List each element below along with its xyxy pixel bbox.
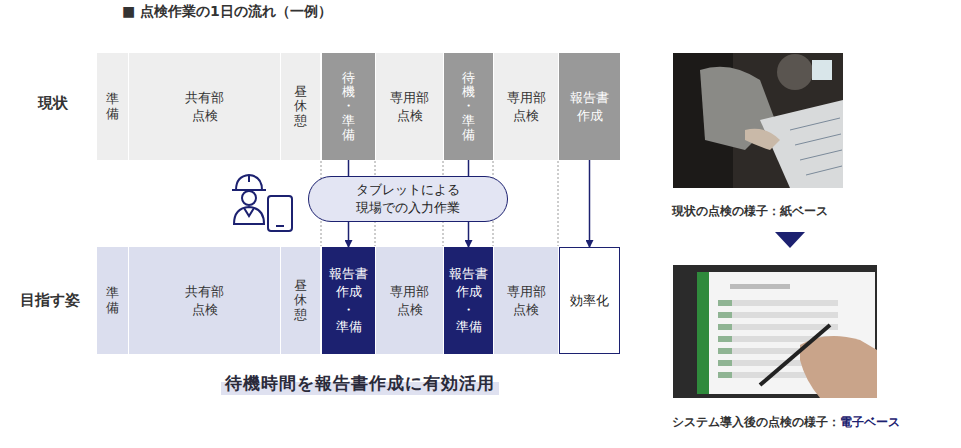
- cell-text: 共有部 点検: [184, 283, 226, 318]
- down-triangle: [775, 232, 805, 248]
- timeline-cell: 効率化: [559, 247, 620, 354]
- cell-text: 昼休憩: [294, 85, 307, 128]
- timeline-cell: 専用部 点検: [494, 247, 558, 354]
- input-pill: タブレットによる 現場での入力作業: [308, 176, 508, 222]
- timeline-cell: 昼休憩: [281, 53, 320, 160]
- column-guide: [321, 161, 558, 246]
- timeline-cell: 報告書 作成 ・ 準備: [444, 247, 493, 354]
- timeline-cell: 報告書 作成: [559, 53, 620, 160]
- cell-text: 準備: [106, 92, 119, 121]
- timeline-cell: 共有部 点検: [129, 53, 280, 160]
- worker-icon: [232, 175, 292, 231]
- photo-caption: 現状の点検の様子：紙ベース: [672, 203, 828, 220]
- cell-text: 準備: [106, 286, 119, 315]
- cell-text: 報告書 作成 ・ 準備: [448, 265, 490, 335]
- cell-text: 効率化: [569, 292, 611, 310]
- flow-arrow: [468, 222, 470, 247]
- timeline-cell: 専用部 点検: [376, 247, 443, 354]
- diagram-title: ■ 点検作業の1日の流れ（一例）: [122, 3, 332, 21]
- cell-text: 専用部 点検: [389, 89, 431, 124]
- cell-text: 専用部 点検: [505, 89, 547, 124]
- photo-caption-emphasis: 電子ベース: [840, 414, 900, 431]
- timeline-cell: 報告書 作成 ・ 準備: [322, 247, 375, 354]
- timeline-cell: 専用部 点検: [376, 53, 443, 160]
- timeline-cell: 待機・準備: [322, 53, 375, 160]
- cell-text: 待機・準備: [462, 71, 475, 142]
- cell-text: 昼休憩: [294, 279, 307, 322]
- timeline-cell: 待機・準備: [444, 53, 493, 160]
- cell-text: 報告書 作成 ・ 準備: [328, 265, 370, 335]
- timeline-cell: 共有部 点検: [129, 247, 280, 354]
- row-label: 現状: [38, 94, 68, 113]
- timeline-cell: 準備: [97, 247, 128, 354]
- cell-text: 共有部 点検: [184, 89, 226, 124]
- flow-arrow: [589, 160, 591, 247]
- photo-caption: システム導入後の点検の様子：: [672, 414, 840, 431]
- row-label: 目指す姿: [20, 291, 80, 310]
- photo-tablet: [673, 265, 877, 398]
- flow-arrow: [348, 222, 350, 247]
- photo-paper: [673, 53, 843, 188]
- flow-arrow: [348, 160, 350, 176]
- timeline-cell: 準備: [97, 53, 128, 160]
- cell-text: 報告書 作成: [569, 89, 611, 124]
- cell-text: タブレットによる 現場での入力作業: [352, 181, 464, 216]
- timeline-cell: 昼休憩: [281, 247, 320, 354]
- flow-arrow: [468, 160, 470, 176]
- cell-text: 専用部 点検: [505, 283, 547, 318]
- cell-text: 専用部 点検: [389, 283, 431, 318]
- timeline-cell: 専用部 点検: [494, 53, 558, 160]
- diagram-caption: 待機時間を報告書作成に有効活用: [221, 372, 499, 395]
- cell-text: 待機・準備: [342, 71, 355, 142]
